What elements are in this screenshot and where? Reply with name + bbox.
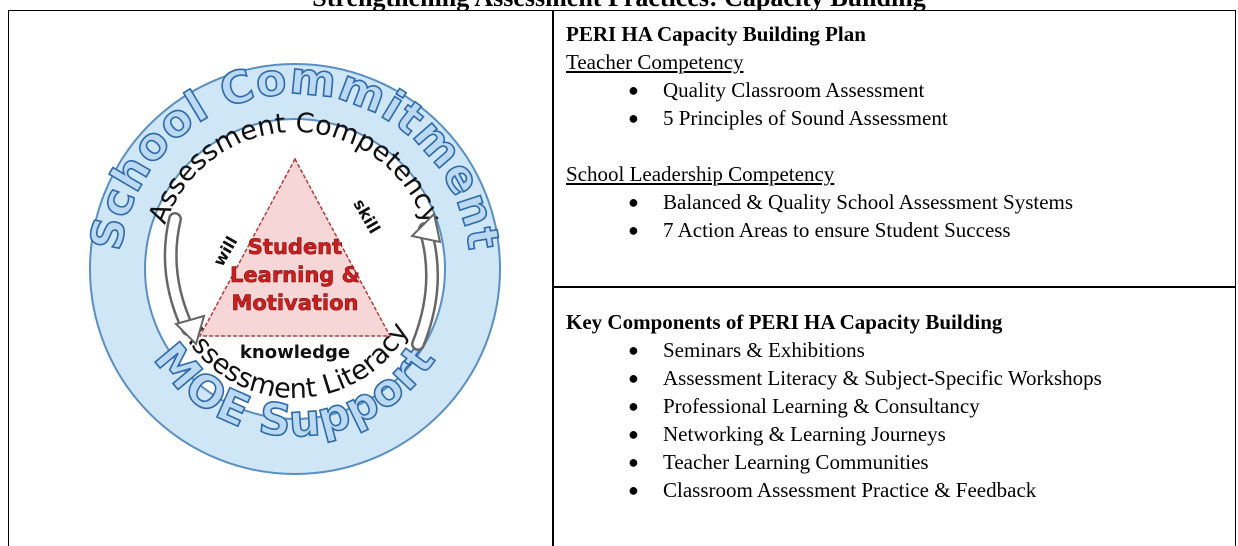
- bullet-icon: ●: [628, 480, 639, 500]
- curved-down-arrow-icon: [163, 212, 206, 346]
- bullet-icon: ●: [628, 396, 639, 416]
- list-item: ●7 Action Areas to ensure Student Succes…: [628, 218, 1011, 242]
- page-title: Strengthening Assessment Practices: Capa…: [0, 0, 1238, 10]
- components-heading: Key Components of PERI HA Capacity Build…: [566, 310, 1003, 334]
- triangle-bottom-label: knowledge: [240, 342, 350, 363]
- capacity-building-diagram: School Commitment MOE Support Assessment…: [80, 14, 510, 534]
- center-text-line2: Learning &: [230, 263, 360, 287]
- bullet-icon: ●: [628, 80, 639, 100]
- bullet-icon: ●: [628, 192, 639, 212]
- layout-table: [8, 10, 1236, 546]
- row-divider: [553, 286, 1236, 288]
- list-item: ●Teacher Learning Communities: [628, 450, 929, 474]
- list-item: ●Seminars & Exhibitions: [628, 338, 865, 362]
- bullet-icon: ●: [628, 340, 639, 360]
- list-item: ●Quality Classroom Assessment: [628, 78, 925, 102]
- bullet-icon: ●: [628, 108, 639, 128]
- curved-up-arrow-icon: [409, 211, 442, 351]
- bullet-icon: ●: [628, 368, 639, 388]
- capacity-plan-cell: PERI HA Capacity Building Plan Teacher C…: [566, 20, 1073, 244]
- leadership-competency-label: School Leadership Competency: [566, 162, 835, 186]
- list-item: ●Professional Learning & Consultancy: [628, 394, 980, 418]
- diagram-svg: School Commitment MOE Support Assessment…: [80, 52, 509, 475]
- list-item: ●Classroom Assessment Practice & Feedbac…: [628, 478, 1037, 502]
- list-item: ●5 Principles of Sound Assessment: [628, 106, 948, 130]
- center-text-line1: Student: [248, 235, 342, 259]
- column-divider: [552, 10, 554, 546]
- key-components-cell: Key Components of PERI HA Capacity Build…: [566, 308, 1102, 504]
- teacher-competency-list: ●Quality Classroom Assessment ●5 Princip…: [566, 76, 1073, 132]
- center-text-line3: Motivation: [231, 291, 358, 315]
- bullet-icon: ●: [628, 424, 639, 444]
- learning-triangle: [198, 157, 392, 337]
- teacher-competency-label: Teacher Competency: [566, 50, 744, 74]
- list-item: ●Assessment Literacy & Subject-Specific …: [628, 366, 1102, 390]
- list-item: ●Networking & Learning Journeys: [628, 422, 946, 446]
- list-item: ●Balanced & Quality School Assessment Sy…: [628, 190, 1074, 214]
- bullet-icon: ●: [628, 452, 639, 472]
- plan-heading: PERI HA Capacity Building Plan: [566, 22, 866, 46]
- leadership-competency-list: ●Balanced & Quality School Assessment Sy…: [566, 188, 1073, 244]
- bullet-icon: ●: [628, 220, 639, 240]
- components-list: ●Seminars & Exhibitions ●Assessment Lite…: [566, 336, 1102, 504]
